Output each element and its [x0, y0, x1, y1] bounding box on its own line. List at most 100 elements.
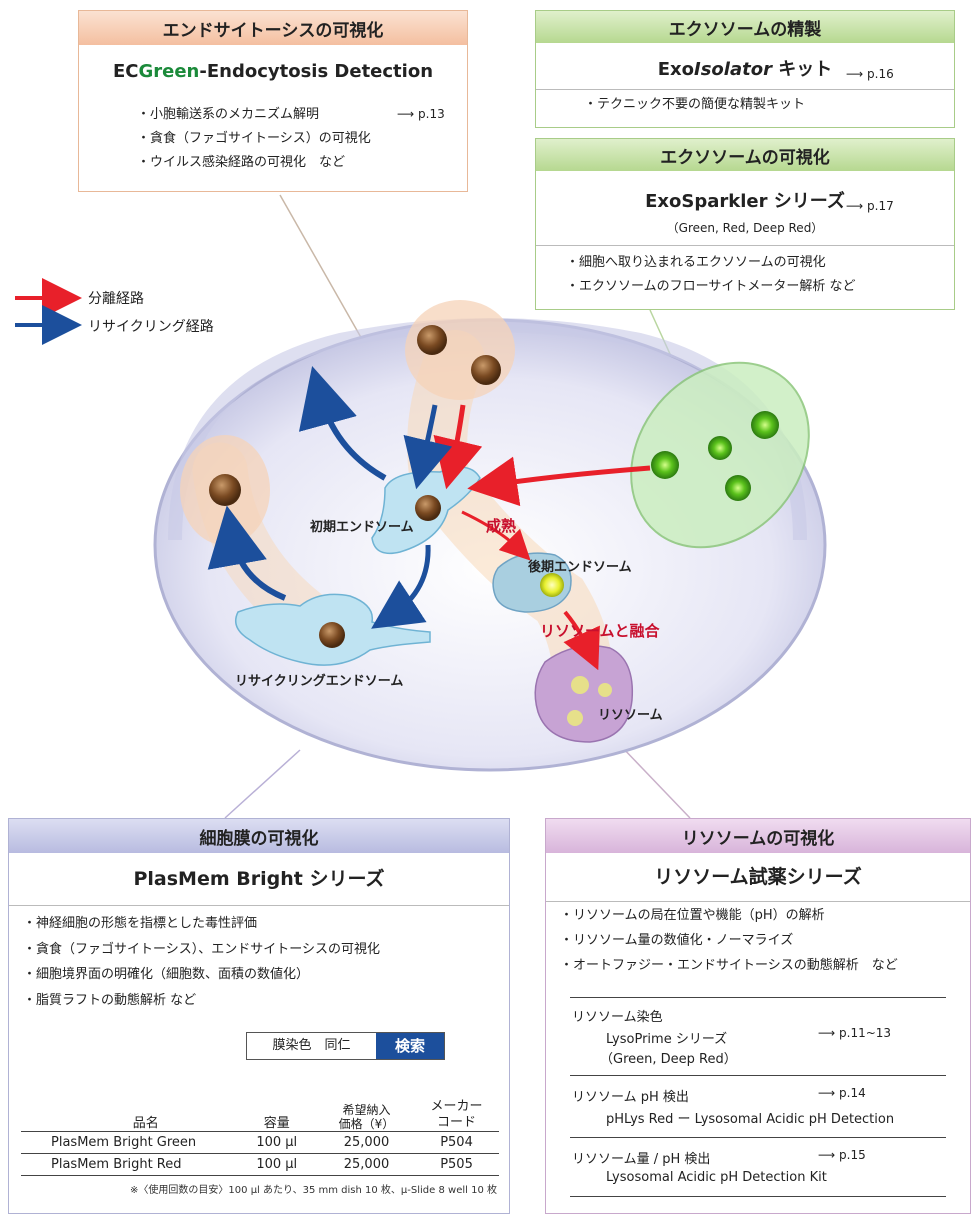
table-cell: P505 — [414, 1153, 499, 1176]
lysosome-header: リソソームの可視化 — [546, 819, 970, 853]
label-early-endosome: 初期エンドソーム — [310, 520, 414, 535]
ecgreen-green: Green — [138, 61, 200, 82]
product-part-italic: Isolator — [694, 59, 772, 80]
arrow-blue-top — [403, 404, 453, 490]
lyso-item-title: リソソーム量 / pH 検出 — [572, 1152, 711, 1167]
late-endosome-cargo — [540, 573, 564, 597]
lyso-item-name: LysoPrime シリーズ — [606, 1032, 728, 1047]
page-ref-text: p.15 — [839, 1148, 866, 1162]
bullet: ウイルス感染経路の可視化 など — [137, 151, 371, 175]
search-input[interactable]: 膜染色 同仁 — [272, 1038, 351, 1053]
page-ref-text: p.13 — [418, 107, 445, 121]
cargo-ball-3 — [209, 474, 241, 506]
exoisolator-bullets: テクニック不要の簡便な精製キット — [584, 93, 805, 117]
lysosome-box: リソソームの可視化 リソソーム試薬シリーズ リソソームの局在位置や機能（pH）の… — [545, 818, 971, 1214]
search-button[interactable]: 検索 — [376, 1033, 444, 1059]
exosparkler-block — [536, 171, 954, 246]
col-header: 品名 — [21, 1087, 235, 1132]
search-widget: 膜染色 同仁 検索 — [246, 1032, 445, 1060]
arrow-red-fusion — [563, 610, 600, 671]
arrow-blue-down — [371, 544, 431, 629]
exosome-visual-box: エクソソームの可視化 ExoSparkler シリーズ （Green, Red,… — [535, 138, 955, 310]
label-recycling-endosome: リサイクリングエンドソーム — [235, 674, 404, 689]
label-lysosome: リソソーム — [598, 708, 663, 723]
bullet: テクニック不要の簡便な精製キット — [584, 93, 805, 117]
col-header: 希望納入 価格（¥） — [318, 1087, 415, 1132]
bullet: 脂質ラフトの動態解析 など — [23, 988, 380, 1014]
exosome-purify-box: エクソソームの精製 ExoIsolator キット ⟶ p.16 テクニック不要… — [535, 10, 955, 128]
table-cell: 100 μl — [234, 1153, 319, 1176]
exosome-3 — [651, 451, 679, 479]
table-cell: 25,000 — [318, 1131, 415, 1154]
exosparkler-variants: （Green, Red, Deep Red） — [666, 221, 824, 235]
ecgreen-suffix: -Endocytosis Detection — [199, 61, 434, 82]
membrane-box: 細胞膜の可視化 PlasMem Bright シリーズ 神経細胞の形態を指標とし… — [8, 818, 510, 1214]
endocytosis-page-ref[interactable]: ⟶ p.13 — [397, 107, 445, 121]
label-maturation: 成熟 — [486, 517, 517, 535]
lyso-item-page-ref[interactable]: ⟶ p.11~13 — [818, 1026, 892, 1040]
exoisolator-page-ref[interactable]: ⟶ p.16 — [846, 67, 894, 81]
bullet: エクソソームのフローサイトメーター解析 など — [566, 275, 855, 299]
table-footnote: ※〈使用回数の目安〉100 μl あたり、35 mm dish 10 枚、μ-S… — [130, 1185, 497, 1196]
exosome-purify-header: エクソソームの精製 — [536, 11, 954, 43]
table-row: PlasMem Bright Green 100 μl 25,000 P504 — [21, 1131, 499, 1154]
lyso-item-amount: リソソーム量 / pH 検出 Lysosomal Acidic pH Detec… — [570, 1137, 946, 1197]
product-part: キット — [771, 59, 833, 80]
label-lysosome-fusion: リソソームと融合 — [540, 622, 660, 640]
page-ref-text: p.11~13 — [839, 1026, 892, 1040]
lysosome-product: リソソーム試薬シリーズ — [546, 853, 970, 902]
arrow-red-maturation — [461, 510, 531, 561]
table-row: PlasMem Bright Red 100 μl 25,000 P505 — [21, 1153, 499, 1176]
lyso-item-stain: リソソーム染色 LysoPrime シリーズ （Green, Deep Red）… — [570, 997, 946, 1072]
product-part: Exo — [657, 59, 695, 80]
table-cell: P504 — [414, 1131, 499, 1154]
lyso-item-page-ref[interactable]: ⟶ p.15 — [818, 1148, 866, 1162]
bullet: 細胞境界面の明確化（細胞数、面積の数値化） — [23, 962, 380, 988]
connector-lyso — [619, 744, 691, 819]
table-cell: PlasMem Bright Red — [21, 1153, 235, 1176]
lysosome-shape — [534, 645, 634, 743]
col-header: メーカー コード — [414, 1087, 499, 1132]
lyso-item-sub: （Green, Deep Red） — [600, 1052, 737, 1067]
endocytosis-box: エンドサイトーシスの可視化 ECGreen-Endocytosis Detect… — [78, 10, 468, 192]
bullet: 細胞へ取り込まれるエクソソームの可視化 — [566, 251, 856, 275]
lyso-item-page-ref[interactable]: ⟶ p.14 — [818, 1086, 866, 1100]
lyso-item-name: pHLys Red ー Lysosomal Acidic pH Detectio… — [606, 1112, 895, 1127]
exosome-visual-header: エクソソームの可視化 — [536, 139, 954, 171]
bullet: リソソームの局在位置や機能（pH）の解析 — [560, 903, 898, 928]
membrane-header: 細胞膜の可視化 — [9, 819, 509, 853]
legend-separation-label: 分離経路 — [88, 291, 144, 307]
endocytosis-bullets: 小胞輸送系のメカニズム解明 貪食（ファゴサイトーシス）の可視化 ウイルス感染経路… — [137, 103, 371, 175]
exosparkler-product: ExoSparkler シリーズ — [645, 191, 845, 212]
lysosome-granule-2 — [598, 683, 612, 697]
exoisolator-product: ExoIsolator キット — [536, 51, 954, 90]
bullet: 貪食（ファゴサイトーシス）の可視化 — [137, 127, 371, 151]
exosparkler-page-ref[interactable]: ⟶ p.17 — [846, 199, 894, 213]
exosome-2 — [708, 436, 732, 460]
arrow-red-exosome — [467, 456, 651, 507]
bullet: リソソーム量の数値化・ノーマライズ — [560, 928, 898, 953]
table-cell: 25,000 — [318, 1153, 415, 1176]
lysosome-granule-3 — [567, 710, 583, 726]
lyso-item-title: リソソーム pH 検出 — [572, 1090, 689, 1105]
bullet: 貪食（ファゴサイトーシス）、エンドサイトーシスの可視化 — [23, 937, 380, 963]
page-ref-text: p.14 — [839, 1086, 866, 1100]
lyso-item-name: Lysosomal Acidic pH Detection Kit — [606, 1170, 827, 1185]
lysosome-granule-1 — [571, 676, 589, 694]
col-header: 容量 — [234, 1087, 319, 1132]
lyso-item-title: リソソーム染色 — [572, 1010, 663, 1025]
lysosome-bullets: リソソームの局在位置や機能（pH）の解析 リソソーム量の数値化・ノーマライズ オ… — [560, 903, 898, 978]
page-ref-text: p.16 — [867, 67, 894, 81]
ecgreen-product: ECGreen-Endocytosis Detection — [79, 61, 467, 82]
page-ref-text: p.17 — [867, 199, 894, 213]
table-cell: PlasMem Bright Green — [21, 1131, 235, 1154]
table-header-row: 品名 容量 希望納入 価格（¥） メーカー コード — [21, 1087, 499, 1132]
exosparkler-bullets: 細胞へ取り込まれるエクソソームの可視化 エクソソームのフローサイトメーター解析 … — [566, 251, 856, 299]
bullet: オートファジー・エンドサイトーシスの動態解析 など — [560, 953, 898, 978]
lyso-item-ph: リソソーム pH 検出 pHLys Red ー Lysosomal Acidic… — [570, 1075, 946, 1134]
product-table: 品名 容量 希望納入 価格（¥） メーカー コード PlasMem Bright… — [21, 1087, 499, 1176]
arrow-blue-out-top — [298, 366, 387, 481]
exosome-1 — [751, 411, 779, 439]
bullet: 小胞輸送系のメカニズム解明 — [137, 103, 371, 127]
